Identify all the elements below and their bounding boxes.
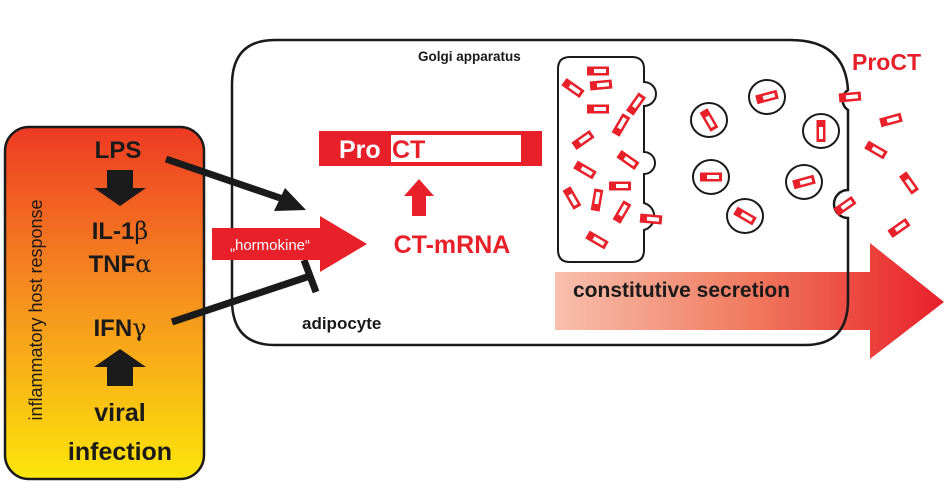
adipocyte-label: adipocyte (302, 314, 381, 333)
up-block-arrow-icon (94, 349, 146, 386)
hormokine-label: „hormokine“ (230, 237, 310, 254)
proct-molecule (879, 112, 903, 128)
proct-molecule (639, 213, 663, 225)
lps-label: LPS (95, 137, 142, 164)
host-response-panel (3, 125, 206, 481)
golgi-apparatus (557, 56, 657, 263)
vesicle (802, 113, 840, 149)
proct-molecule (590, 188, 604, 212)
proct-molecule (561, 78, 585, 98)
proct-molecule (585, 230, 609, 250)
vesicle (748, 79, 786, 115)
secreted-proct-label: ProCT (852, 49, 921, 75)
proct-molecule (626, 92, 646, 116)
proct-molecule (887, 218, 911, 238)
tnf-text: TNF (89, 251, 136, 278)
proct-molecule (616, 150, 640, 170)
alpha-symbol: α (135, 250, 151, 278)
lps-stimulation-arrow (164, 155, 306, 211)
translation-arrow-icon (404, 179, 434, 216)
ifn-inhibition-line (170, 258, 320, 326)
proct-molecule (609, 181, 631, 191)
proct-molecule (612, 200, 632, 224)
ct-mrna-label: CT-mRNA (394, 231, 511, 259)
vesicle (692, 159, 730, 195)
down-block-arrow-icon (94, 170, 146, 206)
gamma-symbol: γ (132, 314, 146, 342)
proct-molecule (864, 140, 888, 160)
proct-molecule (589, 79, 613, 91)
proct-molecule (587, 66, 609, 76)
secretory-vesicles (690, 79, 840, 234)
inflammatory-host-response-label: inflammatory host response (26, 199, 46, 420)
proct-molecule (562, 186, 582, 210)
procalcitonin-bar: Pro CT (319, 131, 542, 166)
il1-beta-label: IL-1β (92, 217, 149, 245)
il1-text: IL-1 (92, 218, 135, 245)
beta-symbol: β (134, 217, 148, 245)
proct-molecule (573, 160, 597, 180)
golgi-apparatus-label: Golgi apparatus (418, 49, 521, 64)
viral-label: viral (94, 399, 145, 427)
ifn-text: IFN (93, 315, 132, 342)
proct-molecule (838, 91, 862, 103)
vesicle (785, 164, 823, 200)
vesicle (690, 102, 728, 138)
proct-molecule (587, 104, 609, 114)
proct-molecule (833, 196, 857, 216)
hormokine-arrow: „hormokine“ (212, 216, 367, 272)
proct-bar-ct-text: CT (392, 136, 425, 164)
released-proct-molecules (864, 112, 919, 238)
proct-molecule (571, 130, 595, 150)
golgi-proct-molecules (561, 66, 663, 250)
constitutive-secretion-label: constitutive secretion (573, 279, 790, 302)
proct-molecule (611, 113, 631, 137)
vesicle (726, 198, 764, 234)
proct-bar-pro-text: Pro (339, 136, 381, 164)
tnf-alpha-label: TNFα (89, 250, 152, 278)
ifn-gamma-label: IFNγ (93, 314, 146, 342)
infection-label: infection (68, 438, 172, 466)
proct-molecule (899, 171, 919, 195)
